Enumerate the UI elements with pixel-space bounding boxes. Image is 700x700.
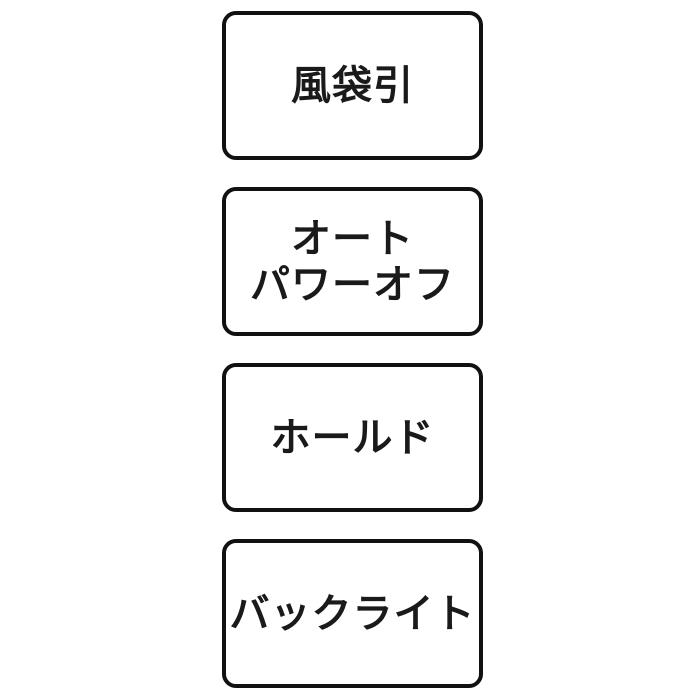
backlight-label: バックライト bbox=[229, 590, 476, 637]
auto-power-off-label-line1: オート bbox=[291, 215, 414, 262]
auto-power-off-label-line2: パワーオフ bbox=[250, 261, 455, 308]
backlight-button[interactable]: バックライト bbox=[222, 539, 483, 688]
tare-label: 風袋引 bbox=[291, 62, 414, 109]
hold-label: ホールド bbox=[270, 414, 435, 461]
hold-button[interactable]: ホールド bbox=[222, 363, 483, 512]
auto-power-off-button[interactable]: オート パワーオフ bbox=[222, 187, 483, 336]
tare-button[interactable]: 風袋引 bbox=[222, 11, 483, 160]
